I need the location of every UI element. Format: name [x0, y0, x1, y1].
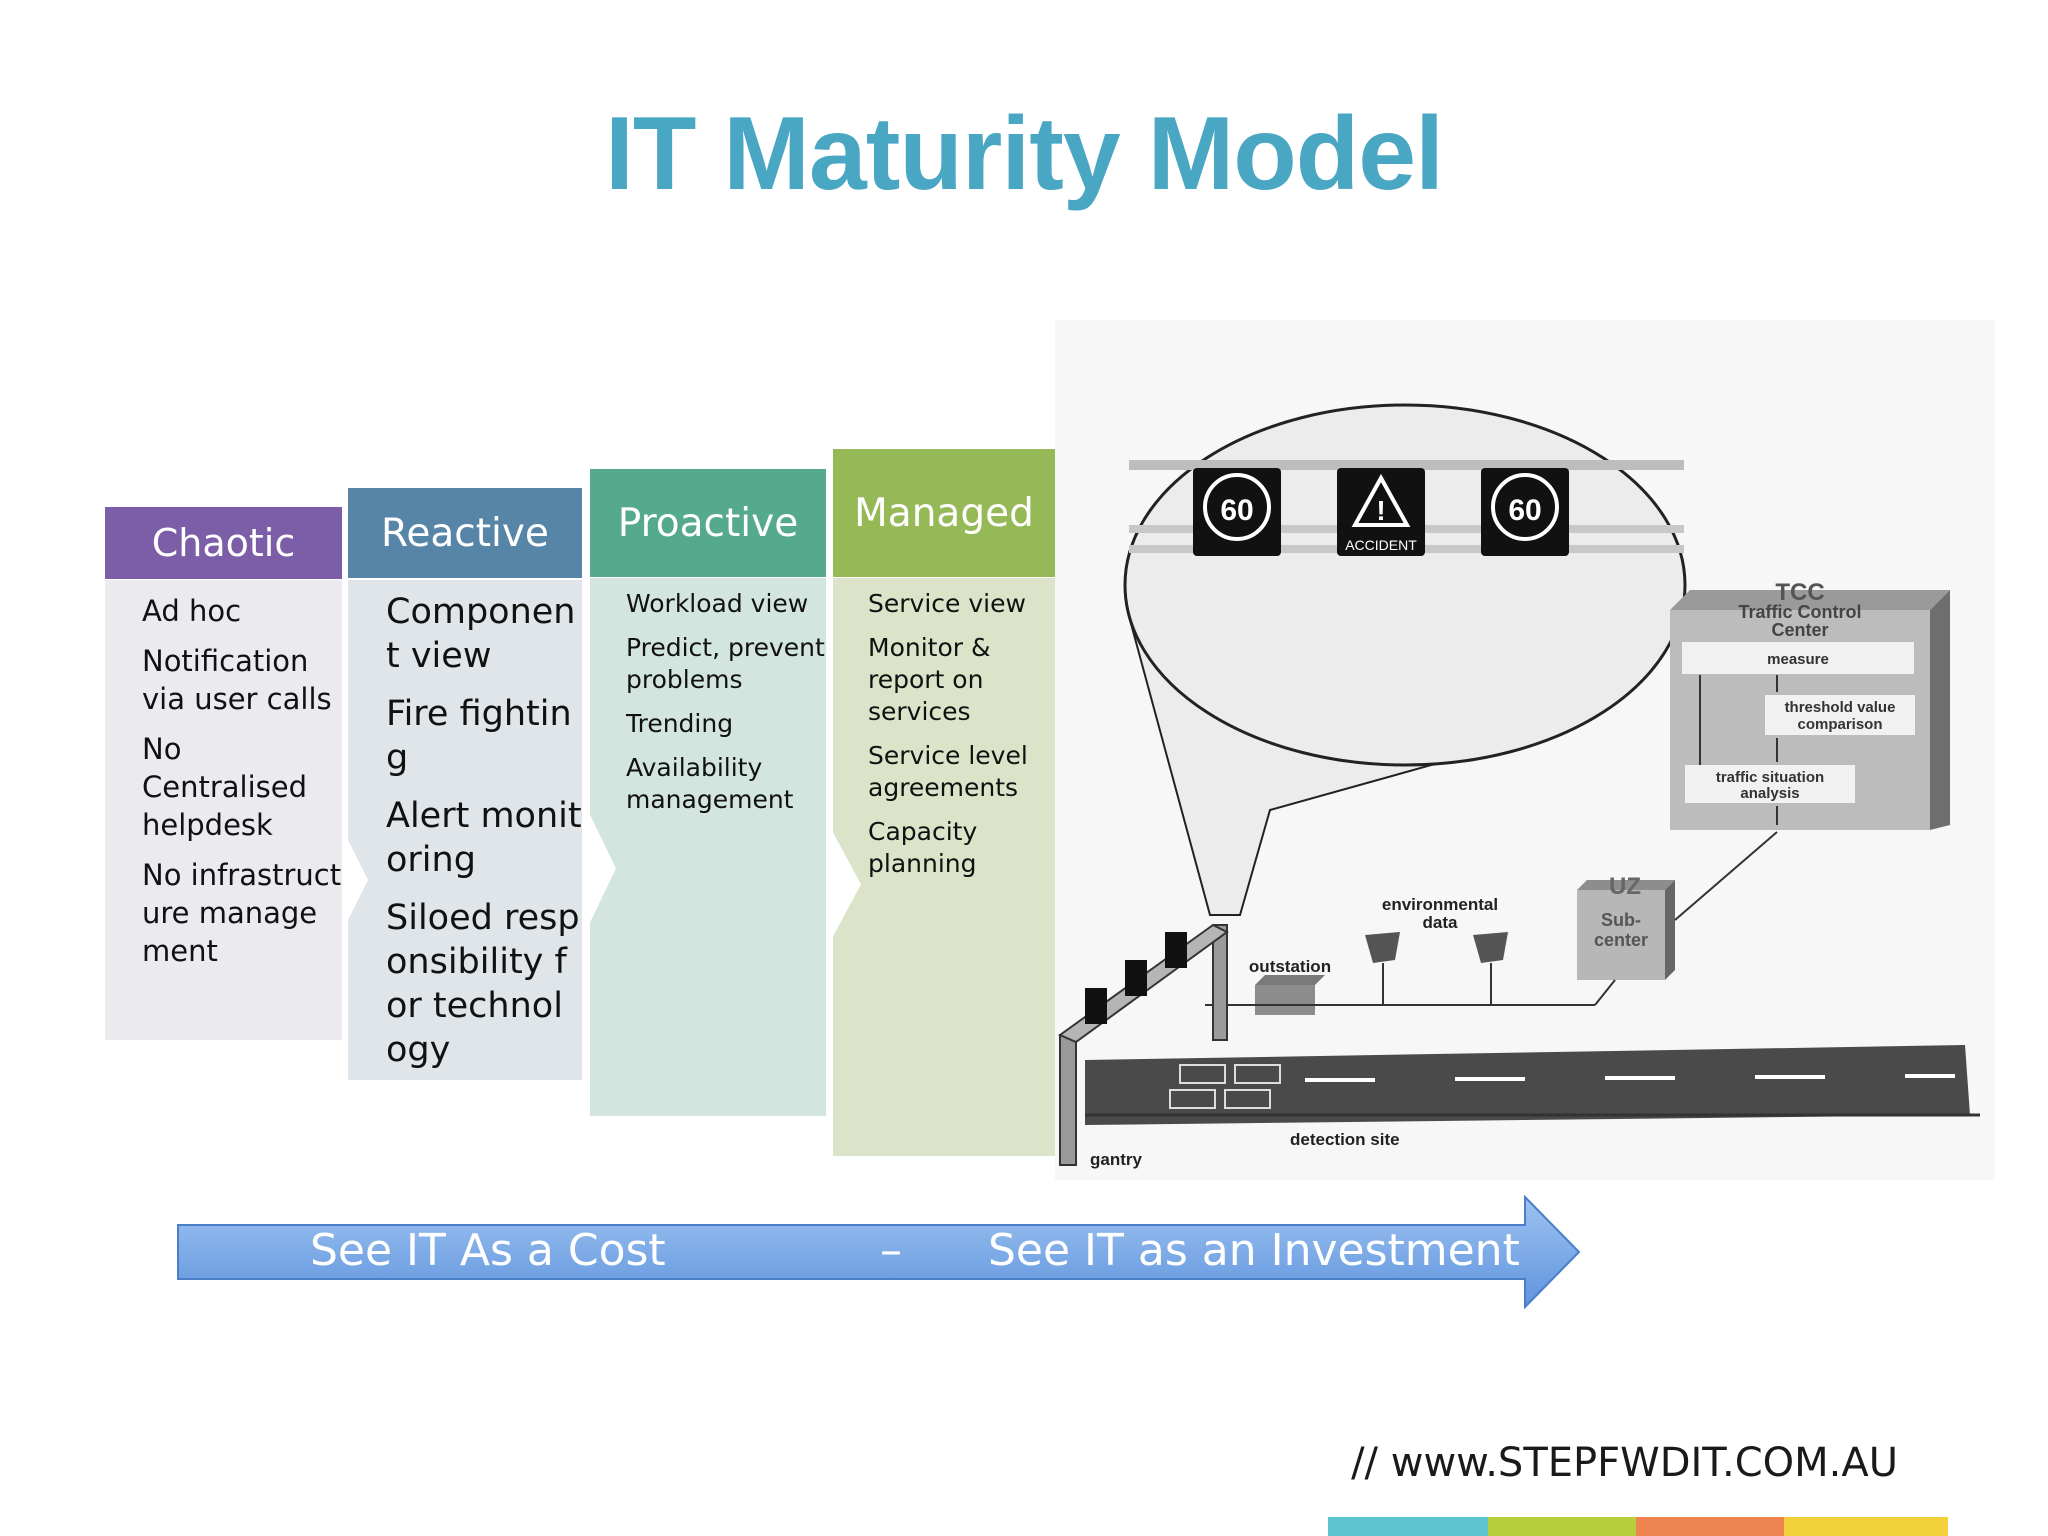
- list-item: Component view: [386, 592, 576, 676]
- accident-sign: [1337, 468, 1425, 556]
- environmental-label-1: environmental: [1382, 895, 1498, 914]
- list-item: Trending: [626, 709, 734, 738]
- sensor-icon: [1365, 932, 1400, 963]
- tcc-box-top: [1670, 590, 1950, 610]
- detection-loop: [1169, 1089, 1216, 1109]
- gantry-label: gantry: [1090, 1150, 1143, 1169]
- gantry-beam-top: [1129, 460, 1684, 470]
- cost-to-investment-arrow: [177, 1195, 1581, 1310]
- subcenter-label-2: center: [1594, 930, 1648, 950]
- footer-stripe-orange: [1636, 1517, 1784, 1536]
- traffic-control-diagram: 60 ! ACCIDENT 60 TCC Traffic Control Cen…: [1055, 320, 1995, 1180]
- speed-sign-left: [1193, 468, 1281, 556]
- list-item: Service view: [868, 589, 1026, 618]
- proactive-header: Proactive: [590, 469, 826, 577]
- list-item: Fire fighting: [386, 694, 572, 778]
- tcc-box-side: [1930, 590, 1950, 830]
- list-item: Notification via user calls: [142, 644, 332, 716]
- environmental-label-2: data: [1423, 913, 1459, 932]
- speed-ring-icon: [1491, 473, 1559, 541]
- arrow-shape: [177, 1195, 1581, 1310]
- list-item: Predict, prevent problems: [626, 633, 825, 694]
- tcc-title: TCC: [1775, 579, 1824, 606]
- traffic-analysis-box: [1685, 765, 1855, 803]
- subcenter-top: [1577, 880, 1675, 890]
- gantry-post-left: [1059, 1034, 1077, 1166]
- list-item: Workload view: [626, 589, 809, 618]
- managed-header: Managed: [833, 449, 1055, 577]
- list-item: Monitor & report on services: [868, 633, 991, 726]
- footer-stripe-yellow: [1784, 1517, 1948, 1536]
- traffic-analysis-label-2: analysis: [1740, 785, 1799, 802]
- list-item: Capacity planning: [868, 817, 978, 878]
- footer-stripe-green: [1488, 1517, 1636, 1536]
- proactive-items: Workload view Predict, prevent problems …: [626, 588, 826, 816]
- road: [1085, 1045, 1970, 1125]
- threshold-label-1: threshold value: [1785, 699, 1896, 716]
- footer-url: // www.STEPFWDIT.COM.AU: [1351, 1440, 1898, 1486]
- list-item: No infrastructure management: [142, 858, 342, 968]
- list-item: No Centralised helpdesk: [142, 732, 308, 842]
- reactive-column-body: [348, 580, 582, 1080]
- detection-loop: [1179, 1064, 1226, 1084]
- reactive-header: Reactive: [348, 488, 582, 578]
- footer-stripe-teal: [1328, 1517, 1488, 1536]
- arrow-left-text: See IT As a Cost: [310, 1225, 666, 1276]
- chaotic-column-body: [105, 580, 342, 1040]
- warning-triangle-icon: [1351, 473, 1411, 527]
- chaotic-items: Ad hoc Notification via user calls No Ce…: [142, 592, 342, 970]
- proactive-column-body: [590, 578, 826, 1116]
- outstation-label: outstation: [1249, 957, 1331, 976]
- list-item: Alert monitoring: [386, 796, 582, 880]
- tcc-subtitle-1: Traffic Control: [1738, 602, 1861, 622]
- list-item: Ad hoc: [142, 594, 242, 628]
- gantry-sign: [1125, 960, 1147, 996]
- speed-sign-right: [1481, 468, 1569, 556]
- data-line: [1594, 979, 1616, 1006]
- threshold-box: [1765, 695, 1915, 735]
- accident-label: ACCIDENT: [1345, 537, 1417, 553]
- arrow-right-text: See IT as an Investment: [988, 1225, 1520, 1276]
- list-item: Availability management: [626, 753, 794, 814]
- speed-ring-icon: [1203, 473, 1271, 541]
- outstation-box: [1255, 985, 1315, 1015]
- tcc-subtitle-2: Center: [1771, 620, 1828, 640]
- managed-items: Service view Monitor & report on service…: [868, 588, 1053, 880]
- sign-left-text: 60: [1220, 494, 1253, 527]
- detection-site-label: detection site: [1290, 1130, 1400, 1149]
- page-title: IT Maturity Model: [604, 96, 1444, 212]
- warning-mark: !: [1376, 495, 1385, 526]
- subcenter-label-1: Sub-: [1601, 910, 1641, 930]
- outstation-top: [1255, 975, 1325, 985]
- detection-loop: [1224, 1089, 1271, 1109]
- measure-box: [1682, 642, 1914, 674]
- gantry-sign: [1165, 932, 1187, 968]
- uz-label: UZ: [1609, 873, 1641, 900]
- measure-label: measure: [1767, 651, 1829, 668]
- list-item: Service level agreements: [868, 741, 1028, 802]
- zoom-callout-ellipse: [1123, 403, 1687, 767]
- subcenter-side: [1665, 880, 1675, 980]
- arrow-dash: –: [880, 1225, 902, 1276]
- uplink-line: [1674, 831, 1778, 921]
- reactive-items: Component view Fire fighting Alert monit…: [386, 590, 582, 1072]
- subcenter-box: [1577, 890, 1665, 980]
- traffic-analysis-label-1: traffic situation: [1716, 769, 1824, 786]
- chaotic-header: Chaotic: [105, 507, 342, 579]
- sign-right-text: 60: [1508, 494, 1541, 527]
- gantry-sign: [1085, 988, 1107, 1024]
- managed-column-body: [833, 578, 1055, 1156]
- detection-loop: [1234, 1064, 1281, 1084]
- sensor-icon: [1473, 932, 1508, 963]
- gantry-post-right: [1212, 924, 1228, 1041]
- threshold-label-2: comparison: [1797, 716, 1882, 733]
- list-item: Siloed responsibility for technology: [386, 898, 580, 1070]
